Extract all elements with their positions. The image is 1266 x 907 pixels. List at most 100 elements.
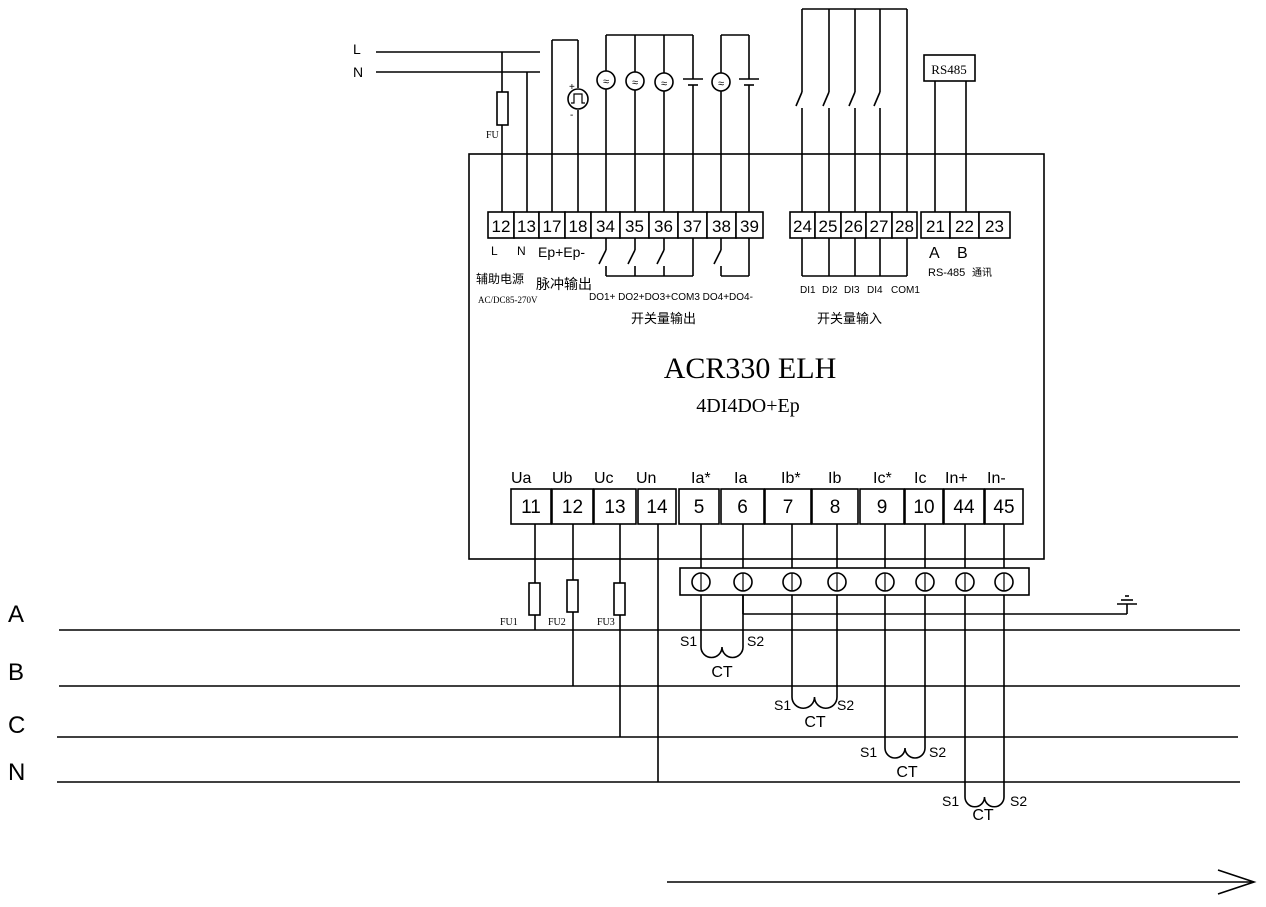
terminal-cell: [859, 488, 905, 525]
di-title: 开关量输入: [817, 311, 882, 326]
terminal-cell: [678, 488, 720, 525]
terminal-header: Uc: [594, 470, 614, 487]
pulse-terminal-label: Ep+Ep-: [538, 244, 585, 260]
term-l-label: L: [491, 244, 498, 258]
com3-battery-icon: [683, 78, 703, 86]
terminal-header: Ic: [914, 470, 926, 487]
terminal-number: 45: [993, 497, 1014, 518]
terminal-header: In-: [987, 470, 1006, 487]
di-label: DI2: [822, 285, 838, 296]
rs485-label-cn: 通讯: [972, 267, 992, 279]
pulse-meter-icon: [567, 88, 589, 110]
terminal-header: Ub: [552, 470, 573, 487]
terminal-number: 39: [740, 217, 759, 236]
terminal-number: 44: [953, 497, 975, 518]
ct-terminal-block: [679, 567, 1030, 596]
ct-s2-label: S2: [929, 744, 946, 760]
svg-text:≈: ≈: [661, 78, 667, 90]
terminal-number: 34: [596, 217, 615, 236]
do-labels: DO1+ DO2+DO3+COM3 DO4+DO4-: [589, 292, 753, 303]
terminal-cell: [978, 211, 1011, 239]
supply-l-label: L: [353, 41, 361, 57]
ct-s2-label: S2: [837, 697, 854, 713]
fuse-label: FU2: [548, 617, 566, 628]
terminal-number: 11: [521, 497, 541, 518]
ct-s1-label: S1: [942, 793, 959, 809]
terminal-cell: [637, 488, 677, 525]
terminal-cell: [811, 488, 859, 525]
terminal-number: 24: [793, 217, 812, 236]
rs485-label: RS-485: [928, 267, 965, 279]
terminal-cell: [538, 211, 566, 239]
voltage-wiring: [528, 524, 659, 782]
ct-s1-label: S1: [680, 633, 697, 649]
terminal-number: 18: [569, 217, 588, 236]
terminal-cell: [590, 211, 621, 239]
terminal-cell: [891, 211, 918, 239]
aux-supply-label: 辅助电源: [476, 272, 524, 286]
terminal-number: 5: [694, 497, 705, 518]
ct-label: CT: [972, 807, 994, 824]
pulse-title: 脉冲输出: [536, 276, 592, 292]
terminal-number: 36: [654, 217, 673, 236]
do-title: 开关量输出: [631, 311, 696, 326]
fuse-label: FU1: [500, 617, 518, 628]
terminal-cell: [814, 211, 842, 239]
svg-text:≈: ≈: [603, 76, 609, 88]
voltage-fuse-labels: FU1 FU2 FU3: [500, 617, 615, 628]
pulse-wave-icon: [571, 93, 585, 104]
terminal-header: Ib*: [781, 470, 801, 487]
terminal-number: 28: [895, 217, 914, 236]
do4-ac-source-icon: ≈: [711, 72, 731, 92]
svg-text:≈: ≈: [632, 77, 638, 89]
ct-s2-label: S2: [1010, 793, 1027, 809]
terminal-number: 14: [646, 497, 668, 518]
ct-label: CT: [711, 664, 733, 681]
terminal-cell: [510, 488, 552, 525]
rs485-box-label: RS485: [931, 62, 966, 77]
terminal-cell: [943, 488, 985, 525]
terminal-number: 26: [844, 217, 863, 236]
terminal-number: 9: [877, 497, 888, 518]
terminal-cell: [764, 488, 812, 525]
pulse-minus: -: [570, 110, 573, 121]
current-wiring: [700, 524, 1005, 568]
terminal-header: Ia*: [691, 470, 711, 487]
terminal-number: 25: [819, 217, 838, 236]
terminal-cell: [984, 488, 1024, 525]
terminal-header: In+: [945, 470, 968, 487]
fuse-label: FU3: [597, 617, 615, 628]
terminal-number: 12: [492, 217, 511, 236]
di-switches: [795, 9, 908, 212]
terminal-header: Ia: [734, 470, 747, 487]
terminal-number: 12: [562, 497, 583, 518]
supply-fuse-label: FU: [486, 130, 500, 141]
ct-s2-label: S2: [747, 633, 764, 649]
terminal-number: 13: [517, 217, 536, 236]
terminal-cell: [720, 488, 765, 525]
do1-ac-source-icon: ≈: [596, 70, 616, 90]
phase-label: B: [8, 659, 24, 686]
phase-label: N: [8, 759, 25, 786]
ground-icon: [742, 595, 1137, 615]
terminal-number: 10: [913, 497, 934, 518]
terminal-number: 37: [683, 217, 702, 236]
phase-labels: A BCN: [8, 601, 25, 786]
phase-label: A: [8, 601, 24, 628]
supply-n-label: N: [353, 64, 363, 80]
terminal-number: 23: [985, 217, 1004, 236]
terminal-number: 21: [926, 217, 945, 236]
phase-label: C: [8, 712, 25, 739]
ct-label: CT: [804, 714, 826, 731]
supply-fuse: [496, 91, 509, 126]
svg-text:≈: ≈: [718, 78, 724, 90]
terminal-number: 35: [625, 217, 644, 236]
terminal-cell: [593, 488, 637, 525]
ct-s1-label: S1: [860, 744, 877, 760]
di-label: DI4: [867, 285, 883, 296]
terminal-cell: [551, 488, 594, 525]
